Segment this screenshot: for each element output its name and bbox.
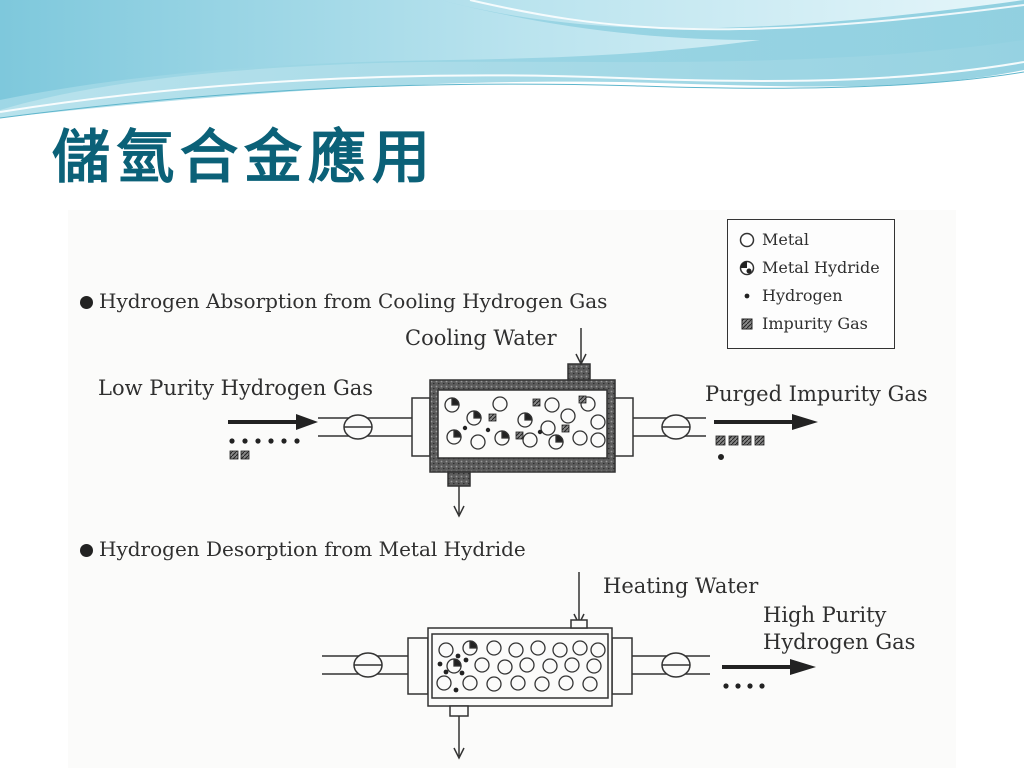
absorption-section-header: Hydrogen Absorption from Cooling Hydroge… [80, 291, 607, 311]
absorption-particles [444, 396, 606, 450]
legend-item-impurity-gas: Impurity Gas [738, 314, 868, 333]
heating-water-label: Heating Water [603, 574, 759, 598]
low-purity-gas-label: Low Purity Hydrogen Gas [98, 376, 374, 400]
legend-label: Metal Hydride [762, 258, 880, 277]
legend-item-metal: Metal [738, 230, 809, 249]
absorption-hydrogen-dots [462, 425, 543, 435]
high-purity-gas-label-line1: High Purity [763, 603, 887, 627]
purged-gas-symbols [715, 435, 765, 460]
legend-label: Hydrogen [762, 286, 843, 305]
desorption-hydrogen-dots [437, 653, 469, 693]
small-dot-icon [738, 288, 756, 304]
legend-item-metal-hydride: Metal Hydride [738, 258, 880, 277]
desorption-section-header: Hydrogen Desorption from Metal Hydride [80, 539, 526, 559]
legend-label: Metal [762, 230, 809, 249]
desorption-reactor [322, 572, 710, 760]
purged-impurity-gas-label: Purged Impurity Gas [705, 382, 928, 406]
bullet-icon [80, 296, 93, 309]
hatched-square-icon [738, 316, 756, 332]
desorption-header-text: Hydrogen Desorption from Metal Hydride [99, 537, 526, 561]
bullet-icon [80, 544, 93, 557]
high-purity-gas-symbols [723, 683, 765, 689]
absorption-header-text: Hydrogen Absorption from Cooling Hydroge… [99, 289, 608, 313]
legend-label: Impurity Gas [762, 314, 868, 333]
header-wave-banner [0, 0, 1024, 119]
slide-title: 儲氫合金應用 [52, 123, 437, 191]
half-filled-circle-icon [738, 260, 756, 276]
legend-box: Metal Metal Hydride Hydrogen Impurity Ga… [727, 219, 895, 349]
purged-outlet-arrow [714, 414, 818, 430]
cooling-water-label: Cooling Water [405, 326, 557, 350]
legend-item-hydrogen: Hydrogen [738, 286, 843, 305]
high-purity-outlet-arrow [722, 659, 816, 675]
absorption-reactor [318, 328, 706, 518]
low-purity-inlet-arrow [228, 414, 318, 430]
low-purity-gas-symbols [229, 438, 300, 460]
absorption-impurities [488, 395, 587, 440]
high-purity-gas-label-line2: Hydrogen Gas [763, 630, 916, 654]
open-circle-icon [738, 232, 756, 248]
desorption-particles [436, 640, 606, 692]
